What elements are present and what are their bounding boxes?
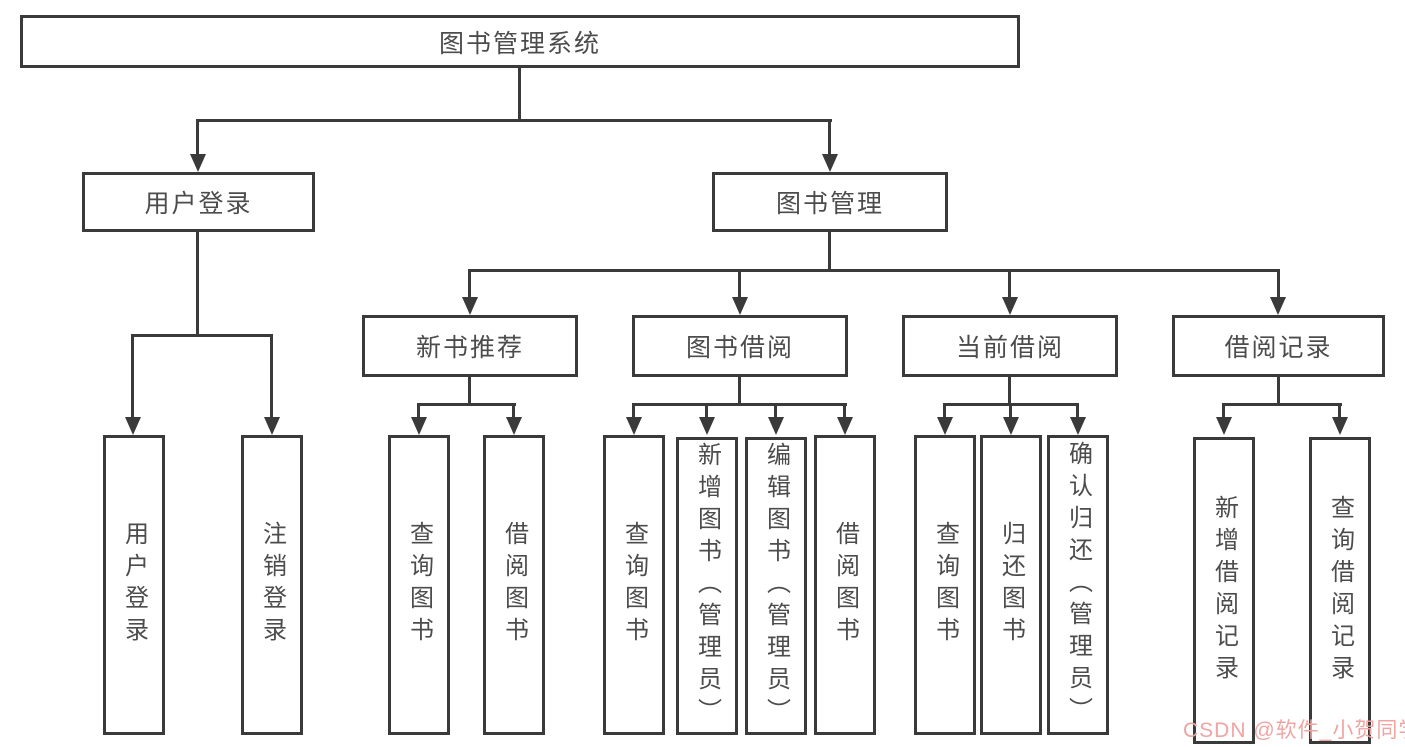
arrowhead-down-icon: [937, 417, 953, 435]
node-leaf-user-login: 用户登录: [103, 435, 165, 735]
connector-line: [738, 269, 741, 297]
arrowhead-down-icon: [125, 417, 141, 435]
node-leaf-return-books: 归还图书: [980, 435, 1042, 735]
node-leaf-query-borrow-record: 查询借阅记录: [1309, 437, 1371, 744]
connector-line: [196, 119, 832, 122]
connector-line: [468, 269, 471, 297]
node-leaf-edit-books-admin: 编辑图书（管理员）: [745, 437, 807, 735]
arrowhead-down-icon: [626, 417, 642, 435]
arrowhead-down-icon: [411, 417, 427, 435]
connector-line: [774, 403, 777, 417]
node-module-borrow-record: 借阅记录: [1172, 315, 1385, 377]
connector-line: [843, 403, 846, 417]
connector-line: [1222, 403, 1342, 406]
node-module-new-book-recommend: 新书推荐: [362, 315, 578, 377]
node-root-system: 图书管理系统: [20, 15, 1020, 68]
connector-line: [1277, 377, 1280, 406]
connector-line: [943, 403, 946, 417]
arrowhead-down-icon: [699, 417, 715, 435]
arrowhead-down-icon: [837, 417, 853, 435]
arrowhead-down-icon: [1270, 297, 1286, 315]
arrowhead-down-icon: [1332, 417, 1348, 435]
connector-line: [828, 232, 831, 271]
connector-line: [1222, 403, 1225, 417]
arrowhead-down-icon: [768, 417, 784, 435]
connector-line: [1008, 269, 1011, 297]
connector-line: [632, 403, 635, 417]
connector-line: [1009, 403, 1012, 417]
connector-line: [417, 403, 420, 417]
connector-line: [196, 232, 199, 337]
node-leaf-query-books-recommend: 查询图书: [388, 435, 450, 735]
connector-line: [417, 403, 516, 406]
node-leaf-add-books-admin: 新增图书（管理员）: [676, 437, 738, 735]
arrowhead-down-icon: [264, 417, 280, 435]
node-leaf-add-borrow-record: 新增借阅记录: [1193, 437, 1255, 744]
node-module-current-borrow: 当前借阅: [902, 315, 1118, 377]
arrowhead-down-icon: [462, 297, 478, 315]
connector-line: [468, 269, 1280, 272]
node-module-book-borrow: 图书借阅: [632, 315, 848, 377]
arrowhead-down-icon: [1216, 417, 1232, 435]
watermark: CSDN @软件_小贺同学: [1183, 719, 1405, 742]
connector-line: [828, 119, 831, 155]
arrowhead-down-icon: [1002, 297, 1018, 315]
node-leaf-confirm-return-admin: 确认归还（管理员）: [1047, 435, 1109, 735]
connector-line: [1008, 377, 1011, 406]
node-leaf-query-books-borrow: 查询图书: [603, 435, 665, 735]
arrowhead-down-icon: [1003, 417, 1019, 435]
node-leaf-borrow-books-recommend: 借阅图书: [483, 435, 545, 735]
arrowhead-down-icon: [1070, 417, 1086, 435]
connector-line: [705, 403, 708, 417]
node-leaf-borrow-books: 借阅图书: [814, 435, 876, 735]
connector-line: [1277, 269, 1280, 297]
arrowhead-down-icon: [822, 154, 838, 172]
arrowhead-down-icon: [506, 417, 522, 435]
connector-line: [1076, 403, 1079, 417]
node-branch-user-login: 用户登录: [82, 172, 315, 232]
node-leaf-query-books-current: 查询图书: [914, 435, 976, 735]
connector-line: [196, 119, 199, 155]
connector-line: [738, 377, 741, 406]
connector-line: [518, 68, 521, 120]
arrowhead-down-icon: [190, 154, 206, 172]
connector-line: [1338, 403, 1341, 417]
connector-line: [131, 334, 134, 417]
node-branch-book-management: 图书管理: [712, 172, 948, 232]
arrowhead-down-icon: [732, 297, 748, 315]
connector-line: [632, 403, 847, 406]
connector-line: [512, 403, 515, 417]
connector-line: [270, 334, 273, 417]
connector-line: [468, 377, 471, 406]
connector-line: [131, 334, 273, 337]
node-leaf-logout: 注销登录: [241, 435, 303, 735]
